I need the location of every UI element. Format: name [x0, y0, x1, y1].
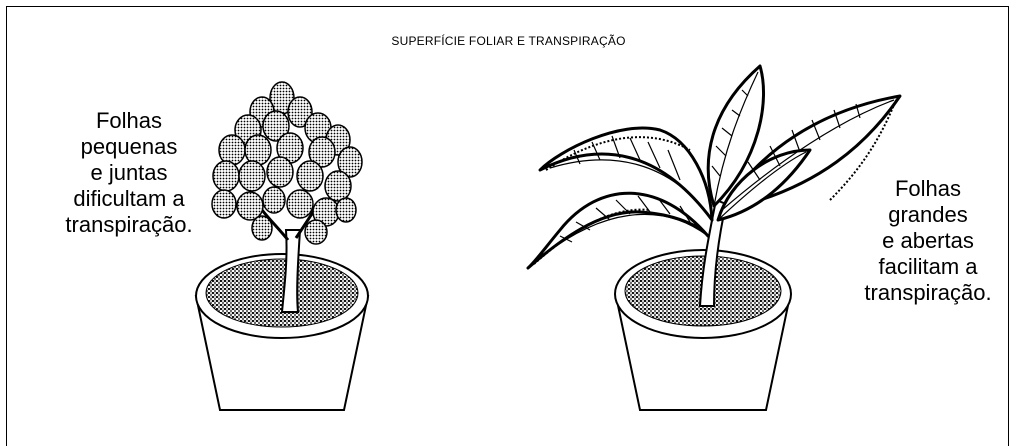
small-leaf-plant	[196, 82, 368, 410]
small-leaves	[212, 82, 362, 244]
soil	[206, 259, 358, 327]
stem	[282, 230, 300, 312]
large-leaf-plant	[528, 66, 900, 410]
